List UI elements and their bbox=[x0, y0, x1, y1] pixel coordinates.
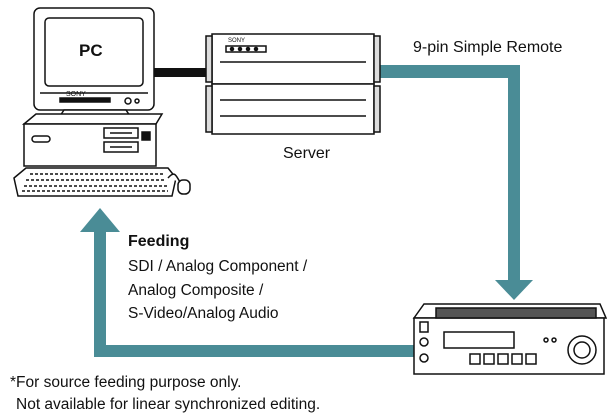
footnote-line-1: *For source feeding purpose only. bbox=[10, 374, 242, 391]
keyboard bbox=[13, 167, 177, 197]
feeding-line-2: Analog Composite / bbox=[128, 282, 264, 299]
remote-connection-path bbox=[375, 65, 533, 300]
feeding-line-3: S-Video/Analog Audio bbox=[128, 305, 279, 322]
server-unit bbox=[205, 33, 381, 135]
pc-monitor bbox=[33, 7, 155, 123]
footnote-line-2: Not available for linear synchronized ed… bbox=[16, 396, 321, 413]
pc-server-cable bbox=[148, 68, 212, 77]
server-brand-text: SONY bbox=[228, 38, 245, 44]
feeding-title: Feeding bbox=[128, 233, 190, 250]
vtr-deck bbox=[412, 303, 607, 375]
pc-label: PC bbox=[79, 41, 103, 60]
remote-connection-label: 9-pin Simple Remote bbox=[413, 39, 563, 56]
pc-tower bbox=[21, 113, 164, 167]
pc-brand-text: SONY bbox=[66, 91, 86, 98]
feeding-line-1: SDI / Analog Component / bbox=[128, 258, 308, 275]
feeding-connection-path bbox=[80, 208, 424, 357]
server-label: Server bbox=[283, 145, 331, 162]
mouse bbox=[167, 173, 191, 195]
